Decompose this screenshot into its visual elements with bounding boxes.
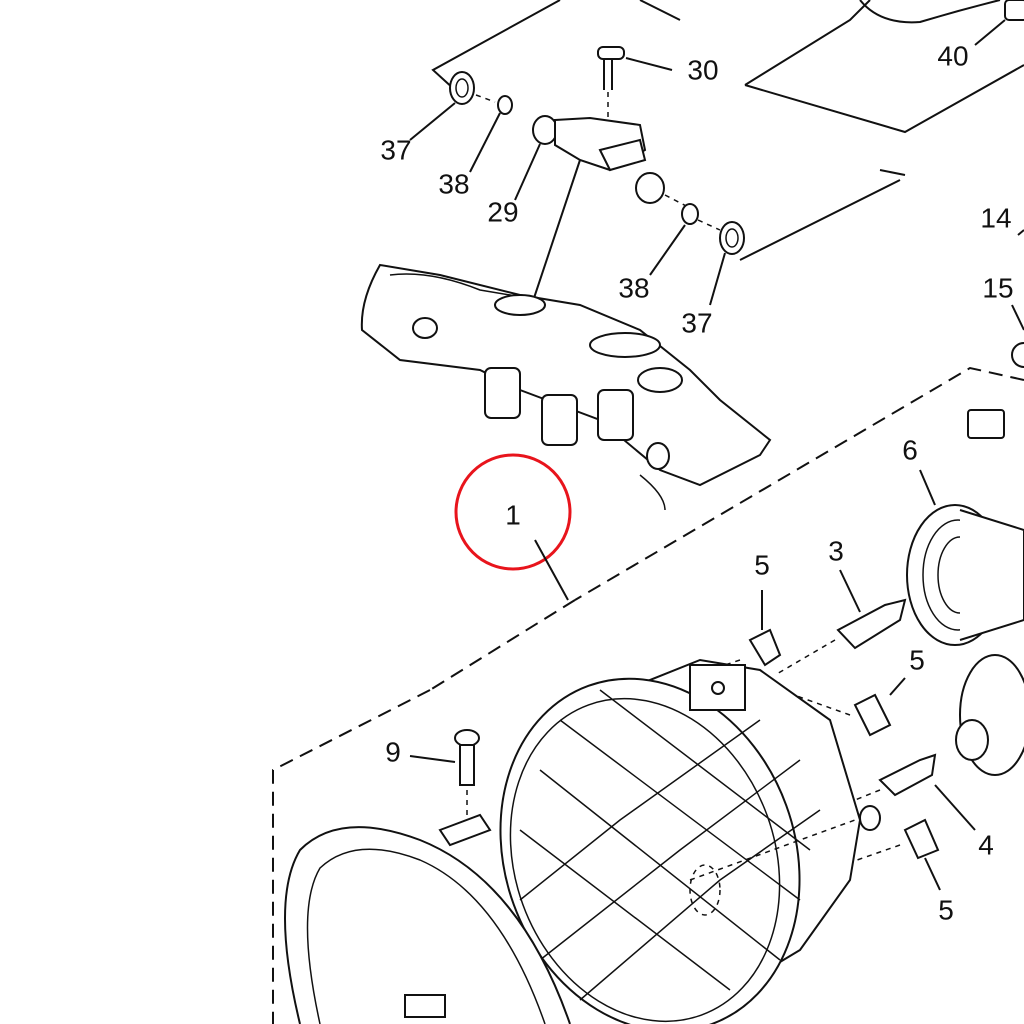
headlight-housing	[499, 658, 862, 1024]
part-5-grommet-top	[709, 590, 782, 671]
part-40-bolt	[974, 0, 1024, 46]
part-9-screw	[409, 729, 492, 847]
callout-4[interactable]: 4	[978, 829, 994, 860]
callout-9[interactable]: 9	[385, 736, 401, 767]
callout-38[interactable]: 38	[438, 168, 469, 199]
callout-5-mid[interactable]: 5	[909, 644, 925, 675]
callout-5-bottom[interactable]: 5	[938, 894, 954, 925]
part-37-nut-right	[709, 221, 745, 306]
callout-29[interactable]: 29	[487, 196, 518, 227]
headlight-group-outline	[574, 366, 1024, 601]
callout-38-right[interactable]: 38	[618, 272, 649, 303]
meter-bracket	[360, 263, 772, 511]
callout-30[interactable]: 30	[687, 54, 718, 85]
part-6-socket	[906, 469, 1024, 776]
callout-6[interactable]: 6	[902, 434, 918, 465]
part-30-screw	[597, 46, 673, 120]
callout-37-right[interactable]: 37	[681, 307, 712, 338]
callout-40[interactable]: 40	[937, 40, 968, 71]
part-38-washer	[469, 95, 513, 173]
headlight-rim	[284, 826, 571, 1024]
callout-15[interactable]: 15	[982, 272, 1013, 303]
callout-5-top[interactable]: 5	[754, 549, 770, 580]
callout-37[interactable]: 37	[380, 134, 411, 165]
part-14-15-connector	[967, 229, 1024, 439]
callout-1[interactable]: 1	[505, 499, 521, 530]
highlight-circle	[454, 453, 572, 571]
part-3-bulb	[774, 569, 907, 676]
part-38-washer-right	[649, 203, 721, 276]
part-37-nut	[409, 71, 496, 141]
bracket-group-outline	[431, 0, 1024, 261]
callout-3[interactable]: 3	[828, 535, 844, 566]
callout-14[interactable]: 14	[980, 202, 1011, 233]
